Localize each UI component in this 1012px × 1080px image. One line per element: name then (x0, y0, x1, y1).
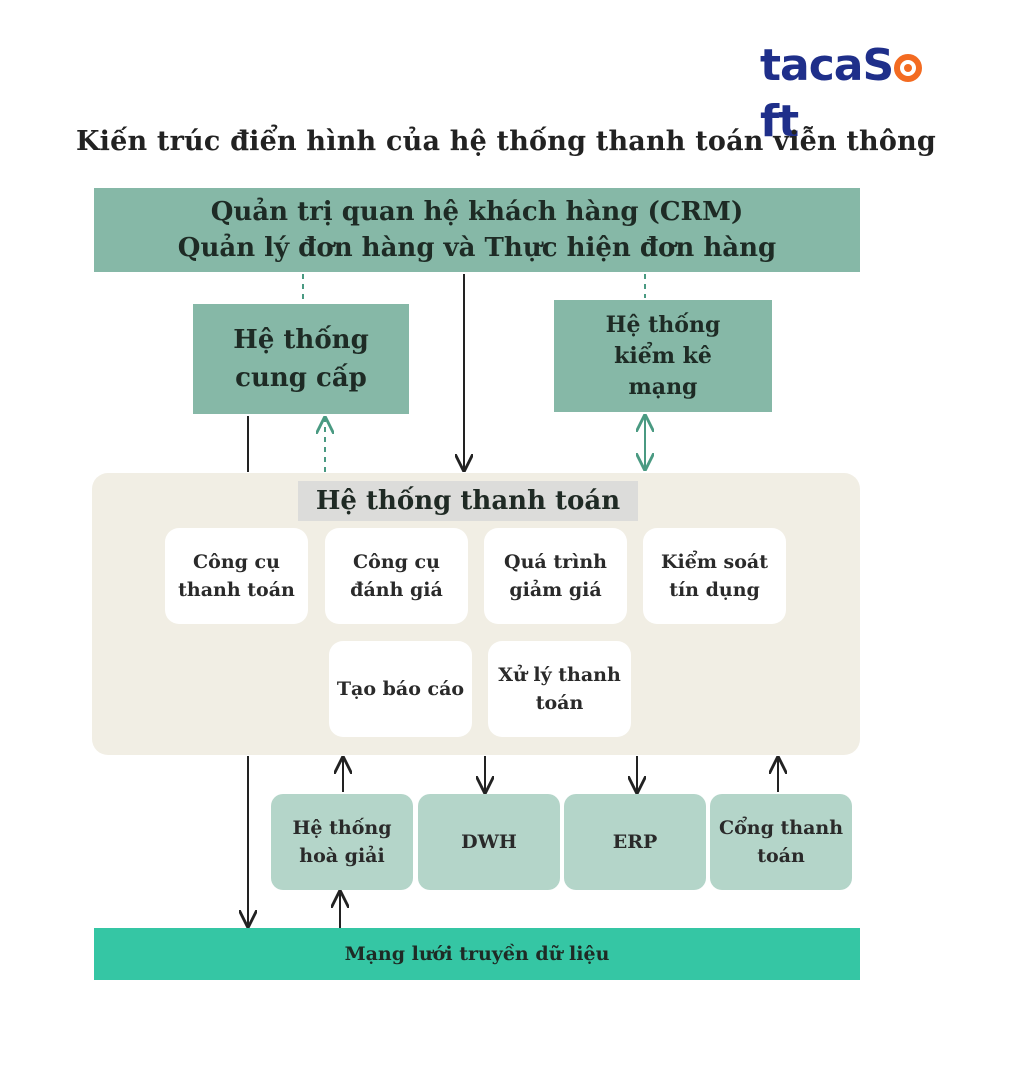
module-label: Tạo báo cáo (336, 678, 465, 700)
billing-module-billing-tool: Công cụ thanh toán (165, 528, 308, 624)
dwh-box: DWH (418, 794, 560, 890)
module-label: Xử lý thanh (498, 664, 621, 686)
inventory-line-3: mạng (628, 373, 698, 400)
external-label: hoà giải (299, 845, 385, 867)
crm-line-2: Quản lý đơn hàng và Thực hiện đơn hàng (177, 233, 777, 263)
erp-box: ERP (564, 794, 706, 890)
provisioning-system-box: Hệ thống cung cấp (193, 304, 409, 414)
crm-box: Quản trị quan hệ khách hàng (CRM) Quản l… (94, 188, 860, 272)
module-label: đánh giá (350, 579, 443, 601)
billing-module-rating-tool: Công cụ đánh giá (325, 528, 468, 624)
module-label: thanh toán (178, 579, 295, 601)
tacasoft-logo: tacaSft (760, 38, 960, 147)
payment-gateway-box: Cổng thanh toán (710, 794, 852, 890)
module-label: Kiểm soát (661, 551, 768, 573)
billing-system-title: Hệ thống thanh toán (298, 481, 638, 521)
module-label: Công cụ (193, 551, 280, 573)
logo-target-icon (893, 38, 923, 94)
reconciliation-system-box: Hệ thống hoà giải (271, 794, 413, 890)
billing-module-credit-control: Kiểm soát tín dụng (643, 528, 786, 624)
provisioning-line-1: Hệ thống (233, 325, 369, 355)
billing-module-discount-process: Quá trình giảm giá (484, 528, 627, 624)
data-network-bar: Mạng lưới truyền dữ liệu (94, 928, 860, 980)
logo-text-part: taca (760, 40, 863, 91)
inventory-line-2: kiểm kê (614, 342, 712, 369)
billing-module-reporting: Tạo báo cáo (329, 641, 472, 737)
inventory-line-1: Hệ thống (605, 311, 721, 338)
external-label: DWH (461, 831, 517, 853)
external-label: Cổng thanh (718, 817, 844, 839)
billing-module-payment-processing: Xử lý thanh toán (488, 641, 631, 737)
module-label: Công cụ (353, 551, 440, 573)
logo-text-part: ft (760, 96, 799, 147)
logo-text-part: S (862, 40, 895, 91)
module-label: tín dụng (669, 579, 760, 601)
external-label: ERP (612, 831, 658, 853)
module-label: Quá trình (504, 551, 607, 573)
external-label: toán (757, 845, 805, 867)
network-inventory-box: Hệ thống kiểm kê mạng (554, 300, 772, 412)
module-label: giảm giá (509, 579, 602, 601)
external-label: Hệ thống (292, 817, 392, 839)
diagram-title: Kiến trúc điển hình của hệ thống thanh t… (75, 126, 937, 157)
module-label: toán (535, 692, 584, 714)
crm-line-1: Quản trị quan hệ khách hàng (CRM) (210, 197, 744, 227)
provisioning-line-2: cung cấp (235, 363, 367, 393)
